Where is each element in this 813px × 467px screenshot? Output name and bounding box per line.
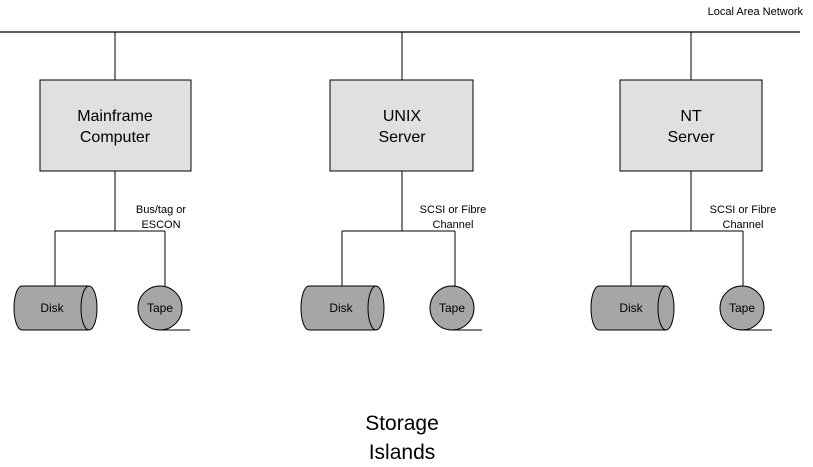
host-name-line2: Server [378, 129, 426, 146]
system-nt: NT Server SCSI or Fibre Channel Disk Tap… [590, 32, 777, 331]
tape-icon [429, 285, 482, 331]
link-label-line1: SCSI or Fibre [710, 204, 777, 216]
host-name-line2: Computer [80, 129, 151, 146]
host-name-line1: UNIX [383, 108, 422, 125]
tape-icon [137, 285, 190, 331]
host-box [619, 79, 763, 172]
tape-label: Tape [147, 301, 173, 315]
link-label-line2: Channel [433, 219, 474, 231]
link-label-line2: Channel [723, 219, 764, 231]
disk-label: Disk [619, 301, 643, 315]
link-label-line1: Bus/tag or [136, 204, 186, 216]
link-label-line1: SCSI or Fibre [420, 204, 487, 216]
tape-icon [719, 285, 772, 331]
link-label-line2: ESCON [141, 219, 180, 231]
disk-icon [590, 285, 675, 331]
host-name-line1: Mainframe [77, 108, 153, 125]
host-name-line1: NT [680, 108, 702, 125]
tape-label: Tape [439, 301, 465, 315]
caption-line1: Storage [365, 412, 439, 435]
disk-label: Disk [329, 301, 353, 315]
caption-line2: Islands [369, 441, 436, 464]
host-name-line2: Server [667, 129, 715, 146]
disk-label: Disk [40, 301, 64, 315]
system-unix: UNIX Server SCSI or Fibre Channel Disk T… [300, 32, 487, 331]
host-box [39, 79, 192, 172]
lan-label: Local Area Network [708, 6, 804, 18]
disk-icon [300, 285, 385, 331]
system-mainframe: Mainframe Computer Bus/tag or ESCON Disk… [13, 32, 192, 331]
tape-label: Tape [729, 301, 755, 315]
host-box [329, 79, 474, 172]
disk-icon [13, 285, 98, 331]
